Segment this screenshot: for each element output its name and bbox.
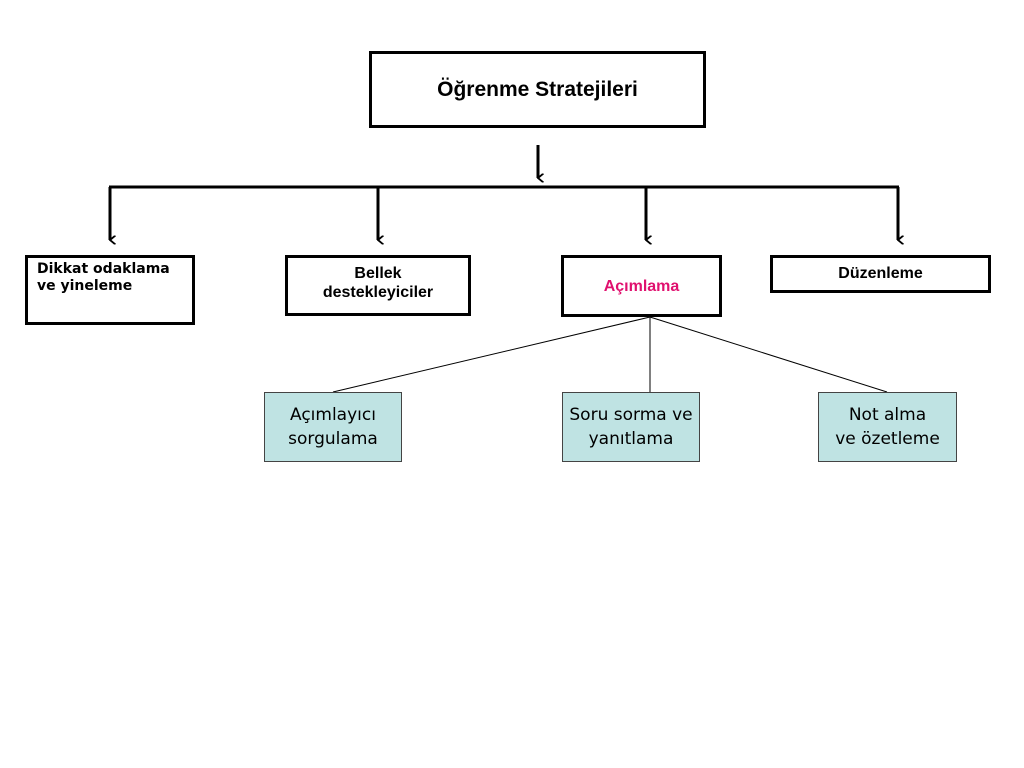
- category-dikkat-box: Dikkat odaklama ve yineleme: [25, 255, 195, 325]
- category-acimlama-label: Açımlama: [603, 277, 680, 295]
- category-duzenleme-label: Düzenleme: [838, 265, 923, 282]
- link-acimlama-sub3: [649, 316, 888, 393]
- subitem-acimlayici-line1: Açımlayıcı: [290, 405, 376, 425]
- subitem-soru-box: Soru sorma ve yanıtlama: [562, 392, 700, 462]
- category-bellek-label-line1: Bellek: [354, 265, 402, 282]
- category-acimlama-box: Açımlama: [561, 255, 722, 317]
- subitem-soru-line1: Soru sorma ve: [569, 405, 693, 425]
- category-bellek-box: Bellek destekleyiciler: [285, 255, 471, 316]
- link-acimlama-sub1: [332, 316, 651, 393]
- category-dikkat-label-line1: Dikkat odaklama: [37, 261, 170, 277]
- subitem-acimlayici-line2: sorgulama: [288, 429, 378, 449]
- subitem-acimlayici-box: Açımlayıcı sorgulama: [264, 392, 402, 462]
- category-duzenleme-box: Düzenleme: [770, 255, 991, 293]
- subitem-not-alma-line1: Not alma: [848, 405, 927, 425]
- subitem-not-alma-box: Not alma ve özetleme: [818, 392, 957, 462]
- root-node-label: Öğrenme Stratejileri: [437, 77, 638, 101]
- category-bellek-label-line2: destekleyiciler: [322, 284, 434, 301]
- root-node-box: Öğrenme Stratejileri: [369, 51, 706, 128]
- subitem-soru-line2: yanıtlama: [588, 429, 674, 449]
- subitem-not-alma-line2: ve özetleme: [835, 429, 940, 449]
- category-dikkat-label-line2: ve yineleme: [37, 278, 133, 294]
